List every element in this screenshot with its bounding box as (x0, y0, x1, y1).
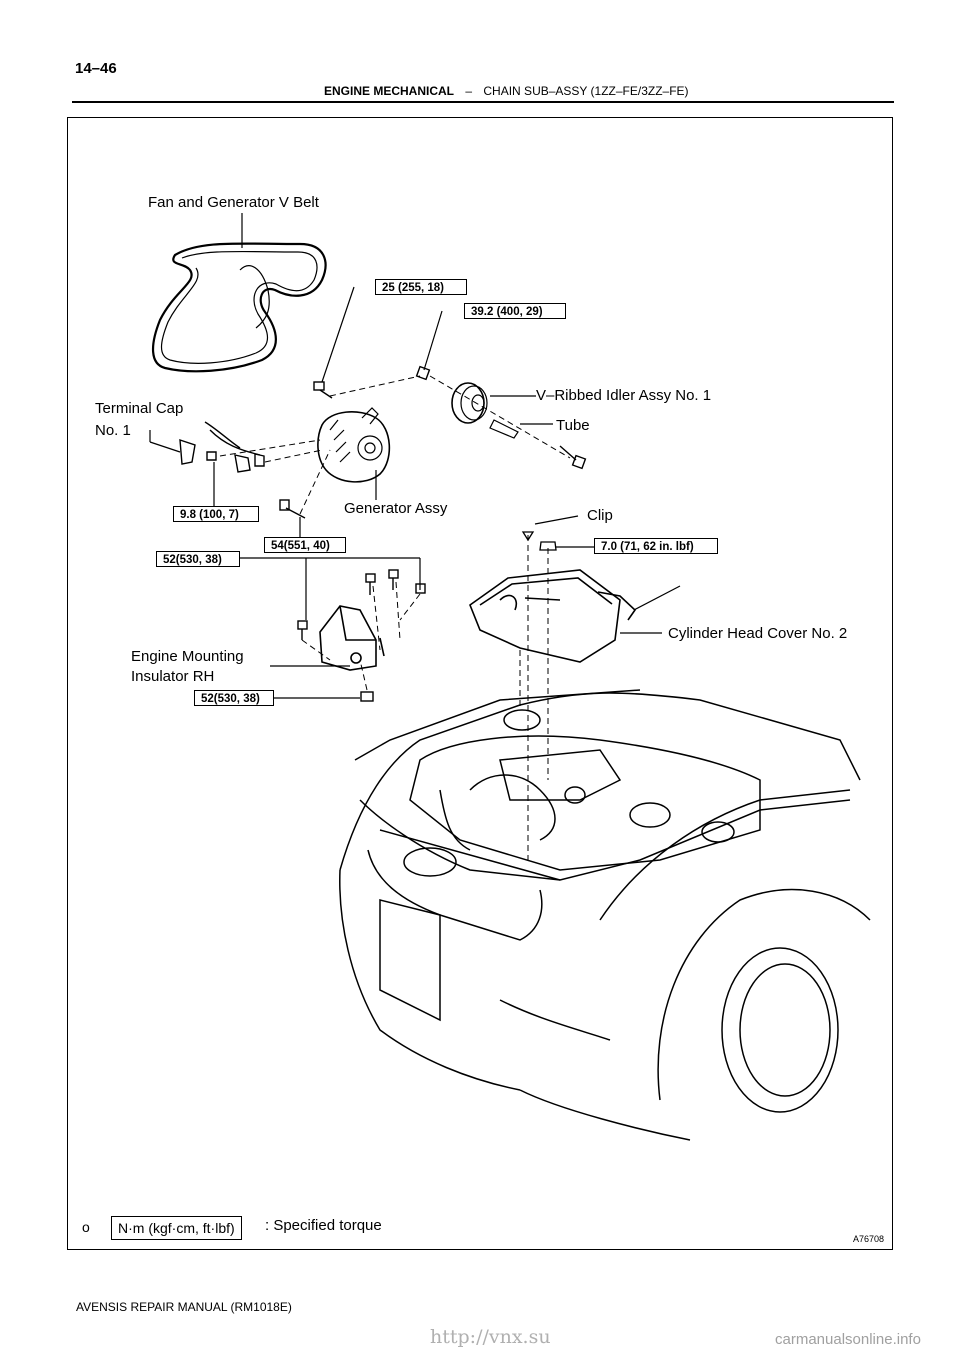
generator-label: Generator Assy (344, 500, 448, 517)
generator-drawing (317, 407, 391, 483)
figure-frame (67, 117, 893, 1250)
car-drawing (339, 689, 871, 1141)
torque-spec: 9.8 (100, 7) (173, 506, 259, 522)
fan-belt-label: Fan and Generator V Belt (148, 194, 319, 211)
torque-spec: 7.0 (71, 62 in. lbf) (594, 538, 718, 554)
legend-description: : Specified torque (265, 1217, 382, 1234)
torque-spec: 52(530, 38) (156, 551, 240, 567)
terminal-cap-label-line1: Terminal Cap (95, 400, 184, 417)
figure-code: A76708 (853, 1234, 885, 1244)
torque-spec: 52(530, 38) (194, 690, 274, 706)
bolts-drawing (179, 365, 587, 702)
idler-drawing (451, 382, 519, 439)
header-separator: – (465, 84, 473, 98)
mount-label-line2: Insulator RH (131, 668, 215, 685)
terminal-cap-label-line2: No. 1 (95, 422, 131, 439)
head-cover-label: Cylinder Head Cover No. 2 (668, 625, 848, 642)
clip-drawing (521, 531, 535, 542)
corner-mark: o (82, 1219, 90, 1235)
torque-spec: 54(551, 40) (264, 537, 346, 553)
footer-manual-id: AVENSIS REPAIR MANUAL (RM1018E) (76, 1300, 292, 1314)
mount-label-line1: Engine Mounting (131, 648, 244, 665)
section-title: ENGINE MECHANICAL (324, 84, 455, 98)
engine-mount-drawing (319, 605, 385, 671)
assembly-lines (219, 375, 571, 860)
subsection-title: CHAIN SUB–ASSY (1ZZ–FE/3ZZ–FE) (483, 84, 689, 98)
v-belt-drawing (152, 242, 327, 373)
clip-label: Clip (587, 507, 613, 524)
idler-label: V–Ribbed Idler Assy No. 1 (536, 387, 712, 404)
site-watermark: carmanualsonline.info (775, 1331, 921, 1348)
torque-unit-legend: N·m (kgf·cm, ft·lbf) (111, 1216, 242, 1240)
watermark-link[interactable]: http://vnx.su (430, 1326, 551, 1348)
torque-spec: 25 (255, 18) (375, 279, 467, 295)
torque-spec: 39.2 (400, 29) (464, 303, 566, 319)
tube-label: Tube (556, 417, 590, 434)
header-rule (72, 101, 894, 103)
page-number: 14–46 (75, 60, 117, 77)
section-header: ENGINE MECHANICAL – CHAIN SUB–ASSY (1ZZ–… (324, 84, 689, 98)
head-cover-drawing (469, 569, 637, 663)
